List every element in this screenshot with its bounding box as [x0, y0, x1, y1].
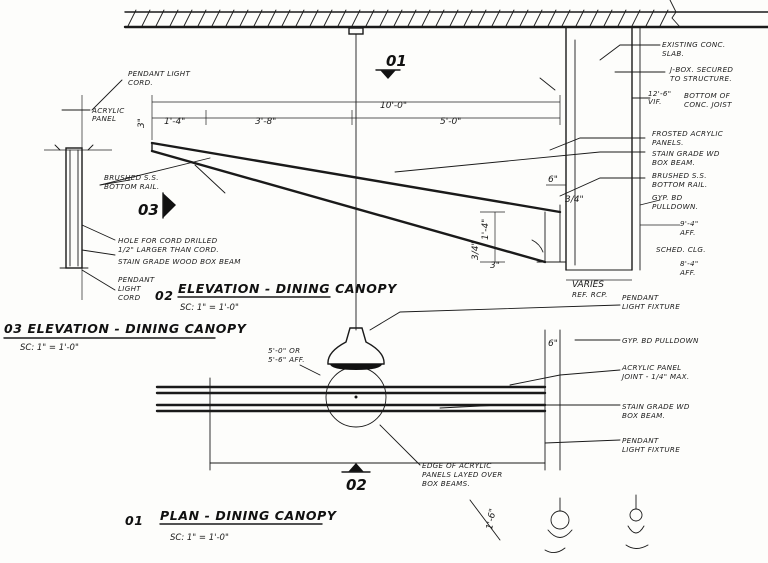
sketch-label: 1'-6"	[485, 508, 499, 531]
pendant-lamp	[327, 327, 385, 370]
plan-view	[155, 329, 561, 471]
note-pendant-left-1: PENDANT	[118, 275, 155, 284]
note-clg-2: AFF.	[679, 268, 696, 277]
note-brushed-1: BRUSHED S.S.	[652, 171, 707, 180]
plan-dim-6: 6"	[548, 339, 558, 349]
note-pendant-cord-1: PENDANT LIGHT	[128, 69, 190, 78]
elevation-leaders	[81, 44, 666, 291]
ceiling-slab	[123, 0, 768, 29]
note-soffit-1: 9'-4"	[680, 219, 699, 228]
plan-note-height-1: 5'-0" OR	[268, 346, 300, 355]
dim-3-4: 3/4"	[565, 195, 584, 205]
marker-01-label: 01	[386, 52, 407, 70]
marker-02-arrow	[341, 463, 371, 473]
note-joist-2: CONC. JOIST	[684, 100, 732, 109]
jbox-and-cord	[348, 27, 364, 331]
section-03-detail	[44, 95, 112, 300]
plan-note-beam-2: BOX BEAM.	[622, 411, 665, 420]
title-01-scale: SC: 1" = 1'-0"	[170, 533, 229, 543]
note-pendant-left-2: LIGHT	[118, 284, 141, 293]
title-01: 01 PLAN - DINING CANOPY SC: 1" = 1'-0"	[125, 508, 338, 543]
title-02-text: ELEVATION - DINING CANOPY	[178, 281, 398, 296]
plan-leaders	[299, 304, 621, 466]
dim-3-4b: 3/4"	[471, 241, 481, 260]
plan-note-edge-3: BOX BEAMS.	[422, 479, 470, 488]
canopy-elevation	[150, 141, 567, 264]
title-02-number: 02	[155, 288, 174, 303]
plan-note-fixture-2: LIGHT FIXTURE	[622, 445, 680, 454]
dim-left-3: 3"	[137, 118, 147, 128]
plan-note-gyp: GYP. BD PULLDOWN	[622, 336, 699, 345]
plan-note-joint-1: ACRYLIC PANEL	[621, 363, 681, 372]
note-acrylic-2: PANEL	[92, 114, 116, 123]
dim-1-4b: 1'-4"	[481, 219, 491, 240]
title-01-number: 01	[125, 513, 144, 528]
note-brushed-2: BOTTOM RAIL.	[652, 180, 707, 189]
note-hole-2: 1/2" LARGER THAN CORD.	[118, 245, 219, 254]
plan-note-edge-2: PANELS LAYED OVER	[422, 470, 503, 479]
plan-note-edge-1: EDGE OF ACRYLIC	[422, 461, 492, 470]
plan-note-pendant-2: LIGHT FIXTURE	[622, 302, 680, 311]
dim-6: 6"	[548, 175, 558, 185]
title-02-scale: SC: 1" = 1'-0"	[180, 303, 239, 313]
note-sched-clg: SCHED. CLG.	[656, 245, 706, 254]
dim-varies: VARIES	[572, 280, 604, 290]
note-pendant-left-3: CORD	[118, 293, 141, 302]
title-02: 02 ELEVATION - DINING CANOPY SC: 1" = 1'…	[155, 281, 398, 313]
section-03-label: 03	[138, 201, 159, 219]
plan-note-fixture-1: PENDANT	[622, 436, 659, 445]
title-03-text: 03 ELEVATION - DINING CANOPY	[4, 321, 248, 336]
dim-3: 3"	[490, 261, 500, 271]
note-slab-2: SLAB.	[662, 49, 684, 58]
plan-note-pendant-1: PENDANT	[622, 293, 659, 302]
elevation-dimension-lines	[151, 95, 680, 281]
plan-note-beam-1: STAIN GRADE WD	[622, 402, 690, 411]
plan-notes: PENDANT LIGHT FIXTURE GYP. BD PULLDOWN A…	[268, 293, 699, 488]
note-soffit-2: AFF.	[679, 228, 696, 237]
note-joist-1: BOTTOM OF	[684, 91, 731, 100]
note-acrylic-1: ACRYLIC	[91, 106, 125, 115]
note-hole-1: HOLE FOR CORD DRILLED	[118, 236, 218, 245]
note-joist-h-1: 12'-6"	[648, 89, 671, 98]
plan-note-joint-2: JOINT - 1/4" MAX.	[620, 372, 689, 381]
note-clg-1: 8'-4"	[680, 259, 699, 268]
marker-02-label: 02	[346, 476, 367, 494]
note-stain-2: BOX BEAM.	[652, 158, 695, 167]
section-marker-03	[162, 192, 176, 219]
note-joist-h-2: VIF.	[648, 97, 662, 106]
note-ref-rcp: REF. RCP.	[572, 290, 608, 299]
note-jbox-1: J-BOX. SECURED	[668, 65, 733, 74]
dim-3-8: 3'-8"	[255, 117, 276, 127]
note-stain-1: STAIN GRADE WD	[652, 149, 720, 158]
note-frosted-1: FROSTED ACRYLIC	[652, 129, 723, 138]
elevation-dimension-text: 1'-4" 3'-8" 5'-0" 10'-0" 6" 3/4" 1'-4" 3…	[137, 101, 604, 290]
note-brushed-left-2: BOTTOM RAIL.	[104, 182, 159, 191]
marker-01-arrow	[375, 69, 401, 79]
note-jbox-2: TO STRUCTURE.	[670, 74, 732, 83]
note-stain-left: STAIN GRADE WOOD BOX BEAM	[118, 257, 241, 266]
dim-10-0: 10'-0"	[380, 101, 407, 111]
gyp-pulldown-wall	[565, 27, 641, 271]
note-gyp-2: PULLDOWN.	[652, 202, 698, 211]
note-pendant-cord-2: CORD.	[128, 78, 153, 87]
note-brushed-left-1: BRUSHED S.S.	[104, 173, 159, 182]
note-frosted-2: PANELS.	[652, 138, 684, 147]
note-gyp-1: GYP. BD	[652, 193, 683, 202]
note-slab-1: EXISTING CONC.	[662, 40, 725, 49]
title-03: 03 ELEVATION - DINING CANOPY SC: 1" = 1'…	[3, 321, 248, 353]
dim-1-4: 1'-4"	[164, 117, 185, 127]
dim-5-0: 5'-0"	[440, 117, 461, 127]
elevation-notes: PENDANT LIGHT CORD. ACRYLIC PANEL EXISTI…	[91, 40, 733, 302]
title-01-text: PLAN - DINING CANOPY	[160, 508, 338, 523]
plan-note-height-2: 5'-6" AFF.	[268, 355, 305, 364]
pendant-sketches	[469, 494, 649, 553]
title-03-scale: SC: 1" = 1'-0"	[20, 343, 79, 353]
